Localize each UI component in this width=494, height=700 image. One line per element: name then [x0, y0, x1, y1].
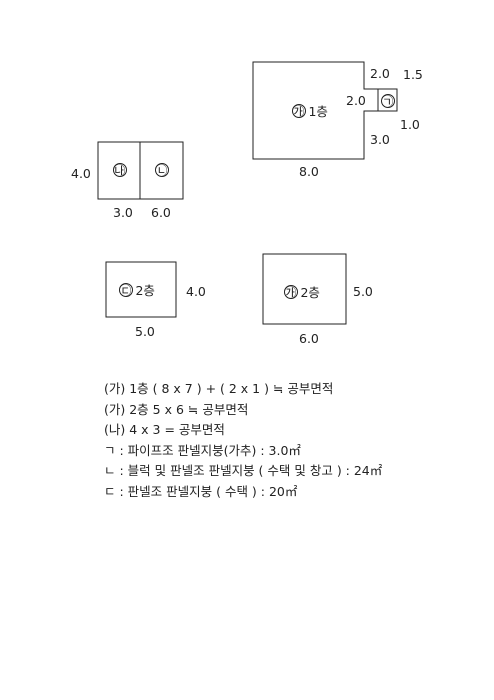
dim-top-notch: 2.0 [370, 66, 390, 81]
dim-annex-width: 2.0 [346, 93, 366, 108]
room-label-na: ㉯ [113, 163, 126, 178]
dim-bottom-1f: 8.0 [299, 164, 319, 179]
dim-lower-side: 3.0 [370, 132, 390, 147]
note-line-1: (가) 1층 ( 8 x 7 ) + ( 2 x 1 ) ≒ 공부면적 [104, 381, 334, 396]
dim-width-left: 3.0 [113, 205, 133, 220]
marker-circle-annex [381, 94, 395, 108]
annex-box [377, 88, 398, 112]
note-line-5: ㄴ : 블럭 및 판넬조 판넬지붕 ( 수택 및 창고 ) : 24㎡ [104, 463, 383, 478]
dim-height-lower-left: 4.0 [186, 284, 206, 299]
floor-plan-diagram: ㉮ 1층 ㉠ 8.0 2.0 1.5 2.0 1.0 3.0 ㉯ ㉡ 4.0 3… [71, 61, 423, 346]
room-label-ga-1f: ㉮ 1층 [292, 104, 328, 119]
note-line-2: (가) 2층 5 x 6 ≒ 공부면적 [104, 401, 249, 417]
annex-label: ㉠ [381, 94, 394, 109]
marker-circle-d [119, 283, 133, 297]
room-label-ga-2f: ㉮ 2층 [284, 285, 320, 300]
building-outline-lower-right [262, 253, 347, 325]
note-line-3: (나) 4 x 3 = 공부면적 [104, 422, 225, 437]
marker-circle-ga-2f [284, 285, 298, 299]
marker-circle-c [155, 163, 169, 177]
marker-circle-ga-1f [292, 104, 306, 118]
dim-annex-side: 1.5 [403, 67, 423, 82]
marker-circle-na [113, 163, 127, 177]
note-line-4: ㄱ : 파이프조 판넬지붕(가추) : 3.0㎡ [104, 442, 301, 458]
dim-width-lower-right: 6.0 [299, 331, 319, 346]
dim-width-right: 6.0 [151, 205, 171, 220]
room-label-c: ㉡ [155, 163, 168, 178]
dim-width-lower-left: 5.0 [135, 324, 155, 339]
dim-height-lower-right: 5.0 [353, 284, 373, 299]
room-label-d-2f: ㉢ 2층 [119, 283, 155, 298]
dim-annex-height: 1.0 [400, 117, 420, 132]
note-line-6: ㄷ : 판넬조 판넬지붕 ( 수택 ) : 20㎡ [104, 483, 298, 499]
dim-height-left: 4.0 [71, 166, 91, 181]
building-outline-lower-left [105, 261, 177, 318]
area-notes: (가) 1층 ( 8 x 7 ) + ( 2 x 1 ) ≒ 공부면적 (가) … [104, 379, 484, 502]
